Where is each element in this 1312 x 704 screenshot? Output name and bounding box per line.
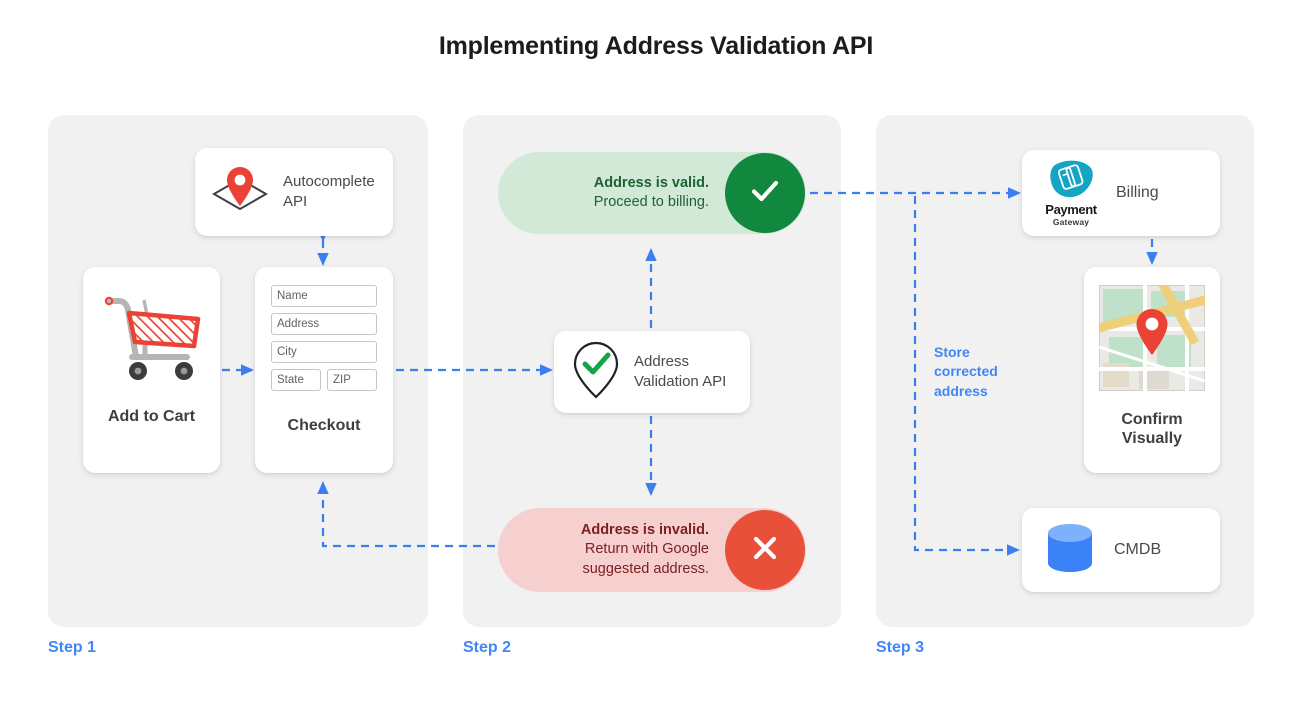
address-validation-api-card[interactable]: Address Validation API [554, 331, 750, 413]
confirm-visually-card[interactable]: Confirm Visually [1084, 267, 1220, 473]
address-field[interactable]: Address [271, 313, 377, 335]
map-pin-check-icon [568, 339, 624, 406]
address-valid-headline: Address is valid. [593, 174, 709, 191]
payment-gateway-name: Payment [1045, 202, 1097, 217]
cmdb-card[interactable]: CMDB [1022, 508, 1220, 592]
step-2-label: Step 2 [463, 639, 512, 656]
autocomplete-api-card[interactable]: Autocomplete API [195, 148, 393, 236]
address-valid-detail: Proceed to billing. [593, 194, 709, 210]
page-title: Implementing Address Validation API [438, 32, 874, 60]
address-valid-pill: Address is valid. Proceed to billing. [498, 152, 806, 234]
close-icon [745, 528, 785, 573]
state-field[interactable]: State [271, 369, 321, 391]
billing-card[interactable]: Payment Gateway Billing [1022, 150, 1220, 236]
add-to-cart-card[interactable]: Add to Cart [83, 267, 220, 473]
checkout-label: Checkout [287, 417, 361, 434]
state-zip-row: State ZIP [271, 369, 377, 397]
address-invalid-pill: Address is invalid. Return with Google s… [498, 508, 806, 592]
payment-gateway-icon: Payment Gateway [1034, 159, 1108, 227]
map-pin-diamond-icon [209, 162, 271, 223]
store-corrected-address-annotation: Store corrected address [934, 344, 998, 399]
address-invalid-detail-2: suggested address. [582, 560, 709, 577]
address-validation-api-label: Address Validation API [634, 353, 727, 390]
close-badge [725, 510, 805, 590]
confirm-visually-label: Confirm Visually [1121, 411, 1183, 448]
name-field[interactable]: Name [271, 285, 377, 307]
step-1-label: Step 1 [48, 639, 97, 656]
check-badge [725, 153, 805, 233]
payment-gateway-sub: Gateway [1052, 217, 1090, 227]
step-3-label: Step 3 [876, 639, 925, 656]
cmdb-label: CMDB [1114, 541, 1162, 559]
database-icon [1044, 521, 1096, 580]
map-thumbnail-icon [1093, 278, 1211, 396]
city-field[interactable]: City [271, 341, 377, 363]
billing-label: Billing [1116, 184, 1159, 202]
address-valid-text: Address is valid. Proceed to billing. [594, 174, 725, 212]
autocomplete-api-label: Autocomplete API [283, 173, 375, 210]
add-to-cart-label: Add to Cart [107, 408, 196, 425]
checkout-card[interactable]: Name Address City State ZIP Checkout [255, 267, 393, 473]
check-icon [745, 171, 785, 216]
address-invalid-headline: Address is invalid. [580, 522, 709, 539]
shopping-cart-icon [99, 289, 205, 392]
address-invalid-detail-1: Return with Google [584, 541, 709, 558]
zip-field[interactable]: ZIP [327, 369, 377, 391]
address-invalid-text: Address is invalid. Return with Google s… [581, 521, 725, 578]
